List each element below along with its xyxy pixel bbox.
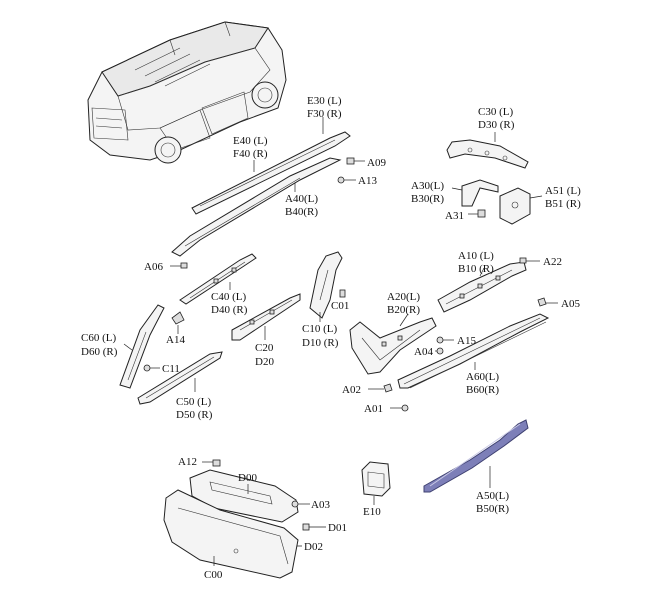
fastener-a06 [170,262,188,269]
label-c10: C10 (L) [302,323,337,335]
vehicle-overview [87,21,287,164]
label-d10: D10 (R) [302,337,339,349]
label-a20: A20(L) [387,291,420,303]
fastener-a04 [435,347,444,355]
label-a10: A10 (L) [458,250,494,262]
panel-a20-b20 [349,313,437,375]
panel-c20-d20 [231,293,301,341]
label-a04: A04 [414,346,433,358]
label-b40: B40(R) [285,206,318,218]
label-a60: A60(L) [466,371,499,383]
label-d02: D02 [304,541,323,553]
label-e10: E10 [363,506,381,518]
clip-a14 [171,311,185,334]
label-d60: D60 (R) [81,346,118,358]
label-b20: B20(R) [387,304,420,316]
label-a06: A06 [144,261,163,273]
fastener-a01 [390,404,409,412]
spoiler-c30-d30 [446,132,529,169]
label-a22: A22 [543,256,562,268]
fastener-a15 [436,336,454,344]
label-a30: A30(L) [411,180,444,192]
fastener-c01 [339,289,346,298]
label-a40: A40(L) [285,193,318,205]
label-a01: A01 [364,403,383,415]
label-c30: C30 (L) [478,106,513,118]
bracket-a51-b51 [499,187,543,225]
roof-rail-e30-f30 [191,131,351,215]
label-c00: C00 [204,569,223,581]
label-b30: B30(R) [411,193,444,205]
pillar-c60-d60 [119,304,165,389]
label-a03: A03 [311,499,330,511]
fastener-c11 [143,364,160,372]
fastener-a09 [346,157,365,165]
label-a12: A12 [178,456,197,468]
label-d30: D30 (R) [478,119,515,131]
label-d40: D40 (R) [211,304,248,316]
label-d00: D00 [238,472,257,484]
trim-c50-d50 [137,351,223,405]
label-c50: C50 (L) [176,396,211,408]
label-d20: D20 [255,356,274,368]
label-b50: B50(R) [476,503,509,515]
label-e40: E40 (L) [233,135,268,147]
label-c40: C40 (L) [211,291,246,303]
fastener-d01 [302,523,326,531]
running-board-a50-b50 [423,419,529,493]
roof-rail-e40-f40 [171,157,342,257]
label-a50: A50(L) [476,490,509,502]
fastener-a12 [202,459,221,467]
fastener-a13 [337,176,356,184]
label-a51: A51 (L) [545,185,581,197]
label-a09: A09 [367,157,386,169]
label-a31: A31 [445,210,464,222]
label-a14: A14 [166,334,185,346]
label-a15: A15 [457,335,476,347]
pillar-c10-d10 [309,251,343,322]
bracket-a30-b30 [451,179,499,207]
label-d50: D50 (R) [176,409,213,421]
callout-labels: E30 (L) F30 (R) E40 (L) F40 (R) A09 A13 … [81,95,581,581]
label-c01: C01 [331,300,349,312]
trim-a10-b10 [437,261,527,313]
label-c11: C11 [162,363,180,375]
fastener-a05 [537,297,558,307]
label-b60: B60(R) [466,384,499,396]
label-c20: C20 [255,342,274,354]
label-b10: B10 (R) [458,263,494,275]
label-f40: F40 (R) [233,148,268,160]
fastener-a31 [468,209,486,218]
fastener-a02 [368,383,393,393]
label-c60: C60 (L) [81,332,116,344]
label-a02: A02 [342,384,361,396]
fastener-a22 [519,257,540,264]
label-e30: E30 (L) [307,95,342,107]
tailgate-c00 [163,489,299,579]
label-a13: A13 [358,175,377,187]
trim-c40-d40 [179,253,257,305]
label-b51: B51 (R) [545,198,581,210]
cover-e10 [361,461,391,505]
sill-a60-b60 [397,313,550,389]
label-d01: D01 [328,522,347,534]
fastener-a03 [291,500,310,508]
label-a05: A05 [561,298,580,310]
label-f30: F30 (R) [307,108,342,120]
